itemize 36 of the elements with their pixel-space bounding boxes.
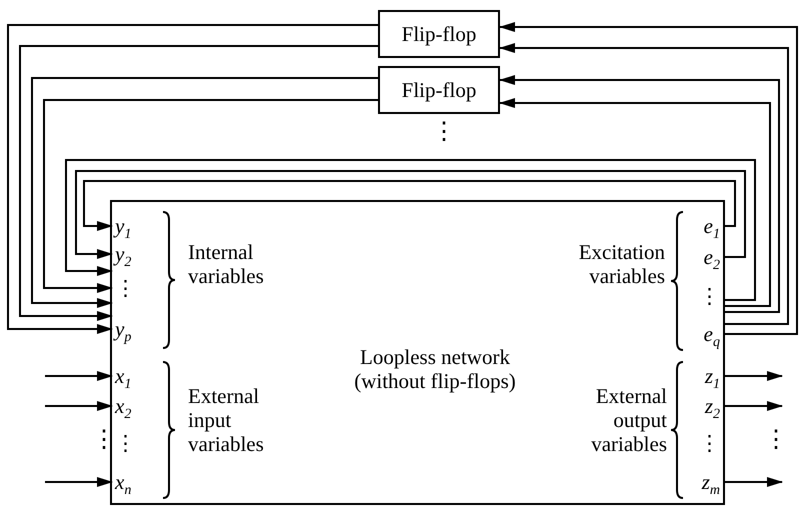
group-label: External input variables [188,384,265,456]
arrow [723,477,783,487]
variable-label: e$_{2}$ [687,243,723,271]
variable-label: x$_{n}$ [112,466,148,498]
arrow [45,477,113,487]
ellipsis-mark: ⋮ [432,120,456,144]
variable-label: y$_{1}$ [112,212,148,240]
arrow [723,371,783,381]
ellipsis-mark: ⋮ [112,268,148,308]
variable-label: x$_{2}$ [112,392,148,420]
group-label: Internal variables [188,240,265,288]
group-label: External output variables [590,384,667,456]
variable-label: e$_{q}$ [687,319,723,350]
variable-label: x$_{1}$ [112,362,148,390]
arrow [43,99,378,293]
arrow [31,77,378,308]
variable-label: y$_{2}$ [112,241,148,268]
variable-label: y$_{p}$ [112,310,148,348]
arrow [75,170,746,259]
variable-label: z$_{2}$ [687,392,723,420]
group-label: Excitation variables [578,240,665,288]
flip-flop-box: Flip-flop [378,66,500,114]
arrow [65,159,756,301]
variable-label: e$_{1}$ [687,212,723,240]
arrow [45,401,113,411]
arrow [83,180,736,231]
network-box [110,200,725,505]
arrow [723,401,783,411]
variable-label: z$_{m}$ [687,466,723,498]
ellipsis-mark: ⋮ [764,428,788,452]
arrow [45,371,113,381]
flip-flop-box: Flip-flop [378,10,500,58]
ellipsis-mark: ⋮ [687,424,723,462]
variable-label: z$_{1}$ [687,362,723,390]
ellipsis-mark: ⋮ [687,274,723,318]
network-label: Loopless network (without flip-flops) [353,345,517,393]
